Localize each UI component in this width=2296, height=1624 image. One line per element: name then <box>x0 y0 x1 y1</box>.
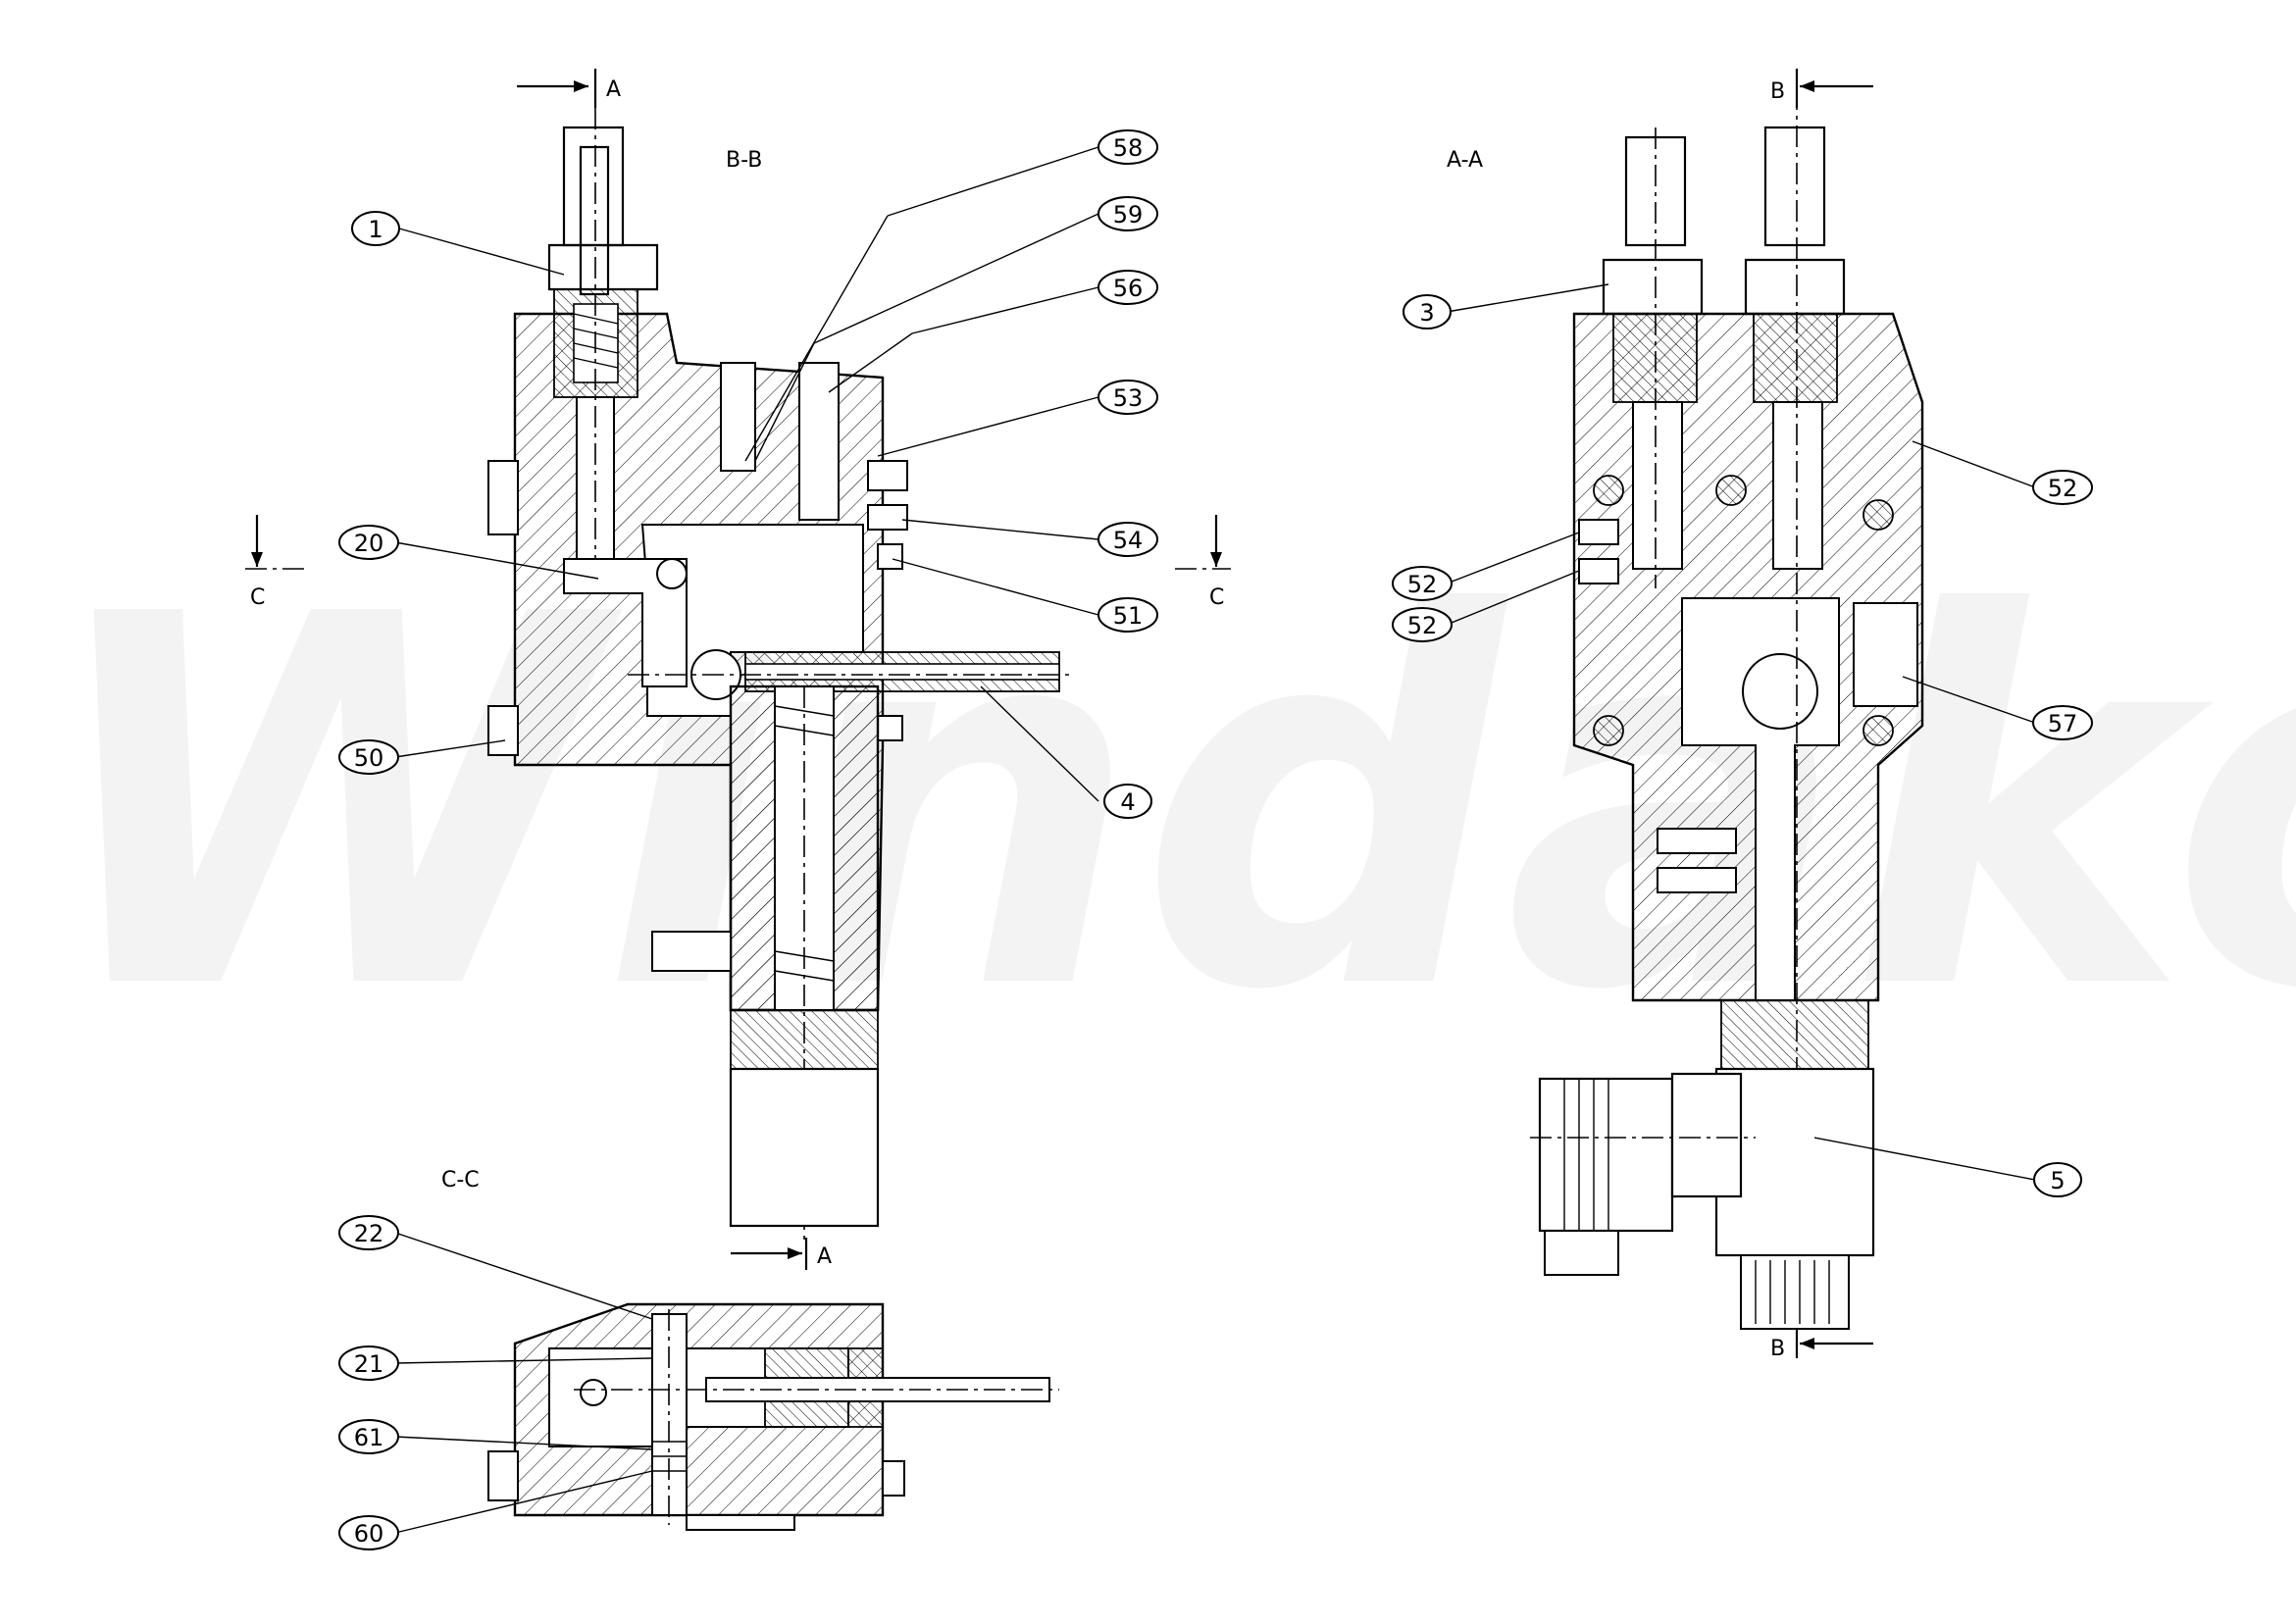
callout-5: 5 <box>2033 1162 2082 1197</box>
callout-57: 57 <box>2032 705 2093 740</box>
callout-61: 61 <box>338 1419 399 1454</box>
cut-c-left-label: C <box>250 585 265 610</box>
leader-lines <box>394 146 2036 1534</box>
callout-59: 59 <box>1097 196 1158 231</box>
callout-60-label: 60 <box>354 1520 384 1548</box>
callout-1-label: 1 <box>368 216 383 243</box>
callout-58-label: 58 <box>1113 134 1144 162</box>
callout-52a-label: 52 <box>1407 571 1438 598</box>
section-cc-title: C-C <box>441 1168 480 1193</box>
callout-57-label: 57 <box>2048 710 2078 737</box>
callout-4: 4 <box>1103 784 1152 819</box>
watermark-text: Windako <box>39 507 2296 1101</box>
callout-54-label: 54 <box>1113 527 1144 554</box>
callout-3-label: 3 <box>1419 299 1434 327</box>
callout-54: 54 <box>1097 522 1158 557</box>
callout-60: 60 <box>338 1515 399 1550</box>
section-aa-view: B B A-A <box>1447 69 1924 1361</box>
callout-1: 1 <box>351 211 400 246</box>
cut-a-bottom-label: A <box>817 1244 832 1269</box>
section-cc-view: C-C <box>441 1168 1059 1531</box>
callout-59-label: 59 <box>1113 201 1144 228</box>
callout-56-label: 56 <box>1113 275 1144 302</box>
callout-5-label: 5 <box>2050 1167 2065 1194</box>
callout-20: 20 <box>338 525 399 560</box>
section-bb-view: A A C C B-B <box>245 69 1231 1270</box>
cut-b-top-label: B <box>1770 79 1785 104</box>
callout-22: 22 <box>338 1215 399 1250</box>
callout-53-label: 53 <box>1113 384 1144 412</box>
cut-c-right-label: C <box>1209 585 1224 610</box>
callout-50-label: 50 <box>354 744 384 772</box>
callout-56: 56 <box>1097 270 1158 305</box>
callout-61-label: 61 <box>354 1424 384 1451</box>
callout-58: 58 <box>1097 129 1158 165</box>
callout-21-label: 21 <box>354 1350 384 1378</box>
callout-52-upper-left: 52 <box>1392 566 1453 601</box>
callout-51: 51 <box>1097 597 1158 633</box>
callout-50: 50 <box>338 739 399 775</box>
callout-51-label: 51 <box>1113 602 1144 630</box>
callout-4-label: 4 <box>1120 788 1135 816</box>
callout-52b-label: 52 <box>1407 612 1438 639</box>
section-bb-title: B-B <box>726 148 762 173</box>
callout-20-label: 20 <box>354 530 384 557</box>
section-aa-title: A-A <box>1447 148 1483 173</box>
callout-52-right: 52 <box>2032 470 2093 505</box>
callout-53: 53 <box>1097 380 1158 415</box>
callout-52-lower-left: 52 <box>1392 607 1453 642</box>
callout-52c-label: 52 <box>2048 475 2078 502</box>
cut-a-top-label: A <box>606 77 621 102</box>
callout-22-label: 22 <box>354 1220 384 1247</box>
callout-3: 3 <box>1403 294 1452 330</box>
callout-21: 21 <box>338 1345 399 1381</box>
cut-b-bottom-label: B <box>1770 1337 1785 1361</box>
